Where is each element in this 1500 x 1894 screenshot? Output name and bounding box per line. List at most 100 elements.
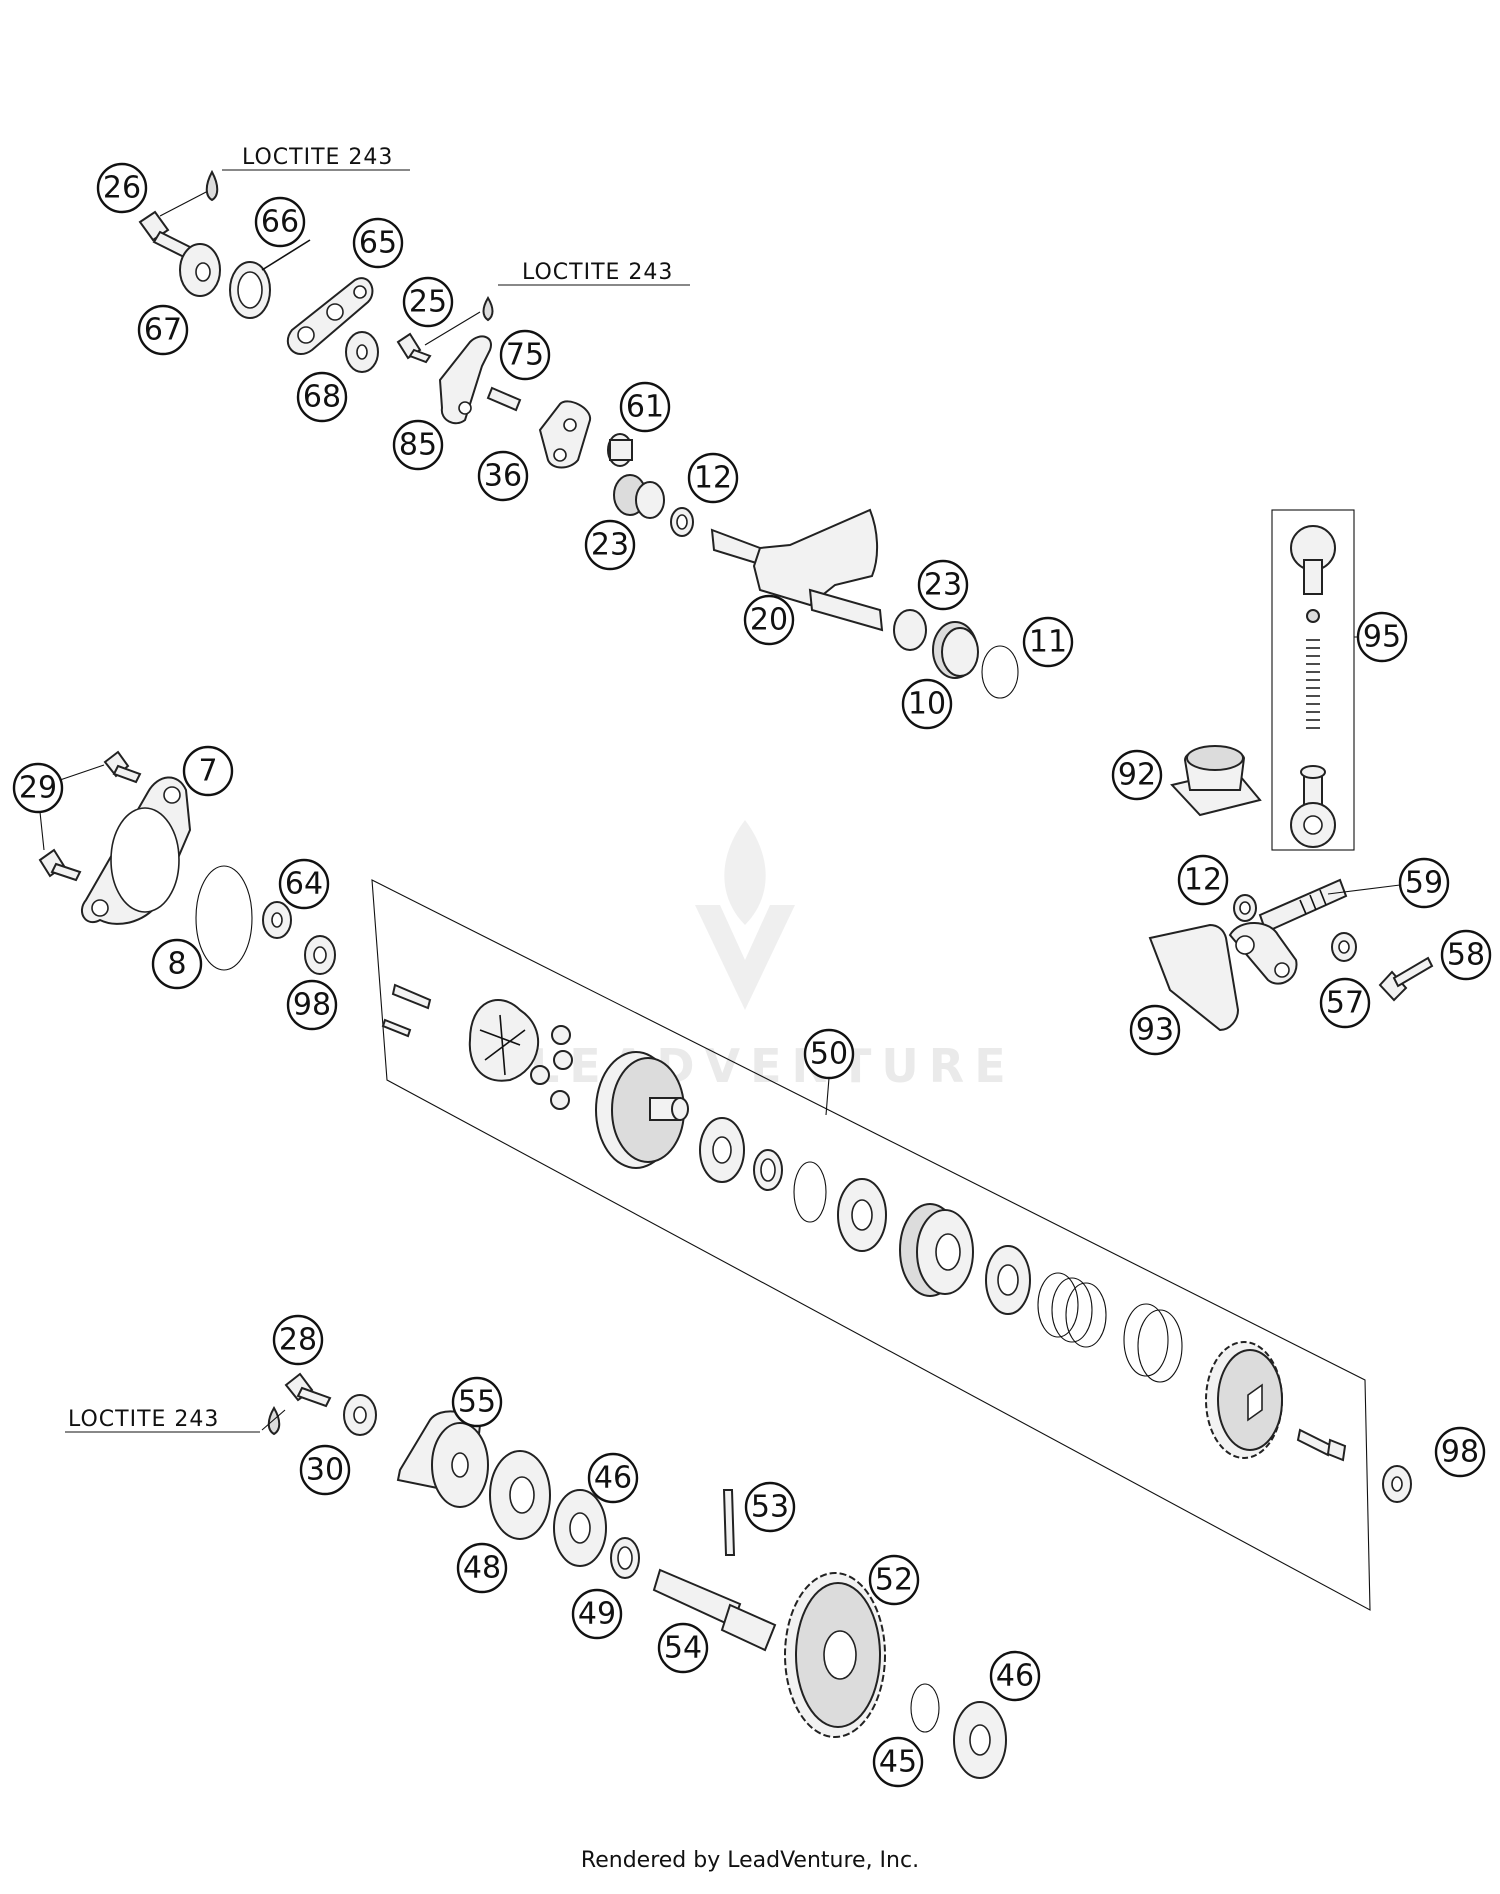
part-92-boot (1170, 745, 1262, 817)
callout-53: 53 (744, 1481, 796, 1533)
upper-shaft-assembly (138, 169, 1019, 699)
callout-12-a: 12 (687, 452, 739, 504)
callout-30: 30 (299, 1444, 351, 1496)
part-55-impeller (396, 1410, 489, 1508)
callout-54: 54 (657, 1622, 709, 1674)
svg-text:12: 12 (694, 461, 732, 496)
svg-text:58: 58 (1447, 938, 1485, 973)
lower-shaft-assembly (65, 1372, 1007, 1779)
loctite-drop-b (482, 296, 494, 322)
note-loctite-c: LOCTITE 243 (68, 1407, 219, 1432)
note-loctite-a: LOCTITE 243 (242, 145, 393, 170)
part-23-bushing-a (613, 474, 665, 519)
loctite-drop-a (205, 169, 219, 202)
svg-text:46: 46 (996, 1659, 1034, 1694)
part-7-cover (81, 776, 192, 925)
svg-text:49: 49 (578, 1597, 616, 1632)
svg-text:98: 98 (1441, 1435, 1479, 1470)
callout-93: 93 (1129, 1004, 1181, 1056)
callout-98-b: 98 (1434, 1426, 1486, 1478)
callout-65: 65 (352, 217, 404, 269)
part-28-bolt (284, 1372, 332, 1408)
callout-59: 59 (1398, 857, 1450, 909)
svg-text:48: 48 (463, 1551, 501, 1586)
left-cover-assembly (38, 750, 336, 975)
callout-48: 48 (456, 1542, 508, 1594)
svg-text:57: 57 (1326, 986, 1364, 1021)
part-95-kit-frame (1271, 509, 1355, 851)
callout-52: 52 (868, 1554, 920, 1606)
part-29-bolt-a (103, 750, 142, 784)
callout-95: 95 (1356, 611, 1408, 663)
callout-36: 36 (477, 450, 529, 502)
svg-text:11: 11 (1029, 625, 1067, 660)
svg-text:30: 30 (306, 1453, 344, 1488)
callout-46-a: 46 (587, 1452, 639, 1504)
callout-45: 45 (872, 1736, 924, 1788)
callout-67: 67 (137, 304, 189, 356)
leader-50 (825, 1077, 830, 1116)
svg-text:8: 8 (167, 947, 186, 982)
svg-text:12: 12 (1184, 863, 1222, 898)
svg-text:36: 36 (484, 459, 522, 494)
callout-11: 11 (1022, 616, 1074, 668)
part-85-lever (438, 335, 492, 425)
svg-text:55: 55 (458, 1385, 496, 1420)
part-48-seal (489, 1450, 551, 1540)
callout-25: 25 (402, 276, 454, 328)
watermark-logo: LEADVENTURE (530, 820, 1006, 1093)
part-95-linkage-rod (1290, 525, 1336, 848)
part-25-bolt (396, 332, 432, 364)
part-11-circlip (981, 645, 1019, 699)
part-50-water-pump-kit (371, 879, 1371, 1611)
callout-12-b: 12 (1177, 854, 1229, 906)
part-75-pin (486, 386, 522, 412)
right-linkage-assembly (1148, 509, 1434, 1032)
kit-50-frame (371, 879, 1371, 1611)
svg-text:65: 65 (359, 226, 397, 261)
callout-23-a: 23 (584, 519, 636, 571)
part-66-spring (229, 239, 311, 319)
callout-49: 49 (571, 1588, 623, 1640)
part-8-o-ring (195, 865, 253, 971)
callout-92: 92 (1111, 749, 1163, 801)
part-58-screw (1378, 956, 1434, 1002)
note-loctite-b: LOCTITE 243 (522, 260, 673, 285)
svg-text:98: 98 (293, 988, 331, 1023)
callout-66: 66 (254, 196, 306, 248)
callout-29: 29 (12, 762, 64, 814)
part-93-pad (1148, 923, 1240, 1032)
part-20-shaft (710, 508, 884, 632)
svg-text:53: 53 (751, 1490, 789, 1525)
svg-text:61: 61 (626, 390, 664, 425)
callout-61: 61 (619, 381, 671, 433)
callout-64: 64 (278, 858, 330, 910)
loctite-drop-c (267, 1406, 281, 1436)
svg-text:45: 45 (879, 1745, 917, 1780)
part-29-bolt-b (38, 848, 82, 882)
svg-text:7: 7 (198, 754, 217, 789)
svg-text:50: 50 (810, 1037, 848, 1072)
callout-26: 26 (96, 162, 148, 214)
svg-text:20: 20 (750, 603, 788, 638)
part-67-cap (179, 243, 221, 297)
svg-text:10: 10 (908, 687, 946, 722)
part-36-plate (538, 400, 592, 469)
part-65-plate (286, 277, 374, 356)
callout-50: 50 (803, 1028, 855, 1080)
part-98-washer-b (1382, 1465, 1412, 1503)
part-59-shaft (1228, 878, 1348, 985)
part-52-gear (784, 1572, 886, 1738)
callout-75: 75 (499, 329, 551, 381)
svg-text:28: 28 (279, 1323, 317, 1358)
svg-text:25: 25 (409, 285, 447, 320)
callout-55: 55 (451, 1376, 503, 1428)
callout-57: 57 (1319, 977, 1371, 1029)
svg-text:85: 85 (399, 428, 437, 463)
svg-text:54: 54 (664, 1631, 702, 1666)
part-61-bushing (607, 433, 633, 467)
part-10-seal (932, 621, 979, 679)
svg-text:67: 67 (144, 313, 182, 348)
part-98-washer-a (304, 935, 336, 975)
